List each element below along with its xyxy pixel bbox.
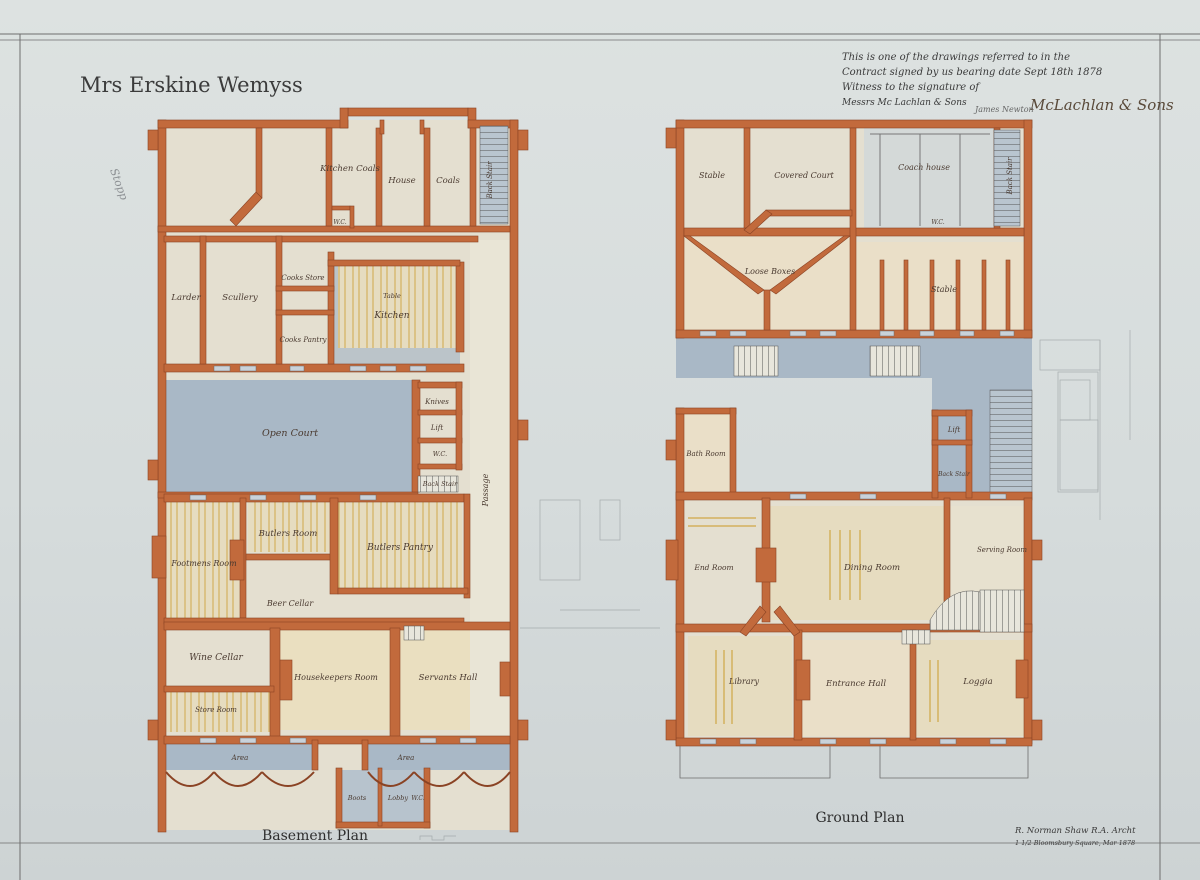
contract-note-line4: Messrs Mc Lachlan & Sons <box>841 98 967 108</box>
room-library: Library <box>728 677 759 686</box>
room-entrance-hall: Entrance Hall <box>825 679 886 689</box>
room-servants-hall: Servants Hall <box>419 673 478 683</box>
room-back-stair-ground: Back Stair <box>1006 157 1014 196</box>
room-cooks-store: Cooks Store <box>281 274 324 282</box>
room-lift-ground: Lift <box>947 426 960 434</box>
basement-plan-caption: Basement Plan <box>262 828 368 844</box>
room-wc-top: W.C. <box>333 219 346 226</box>
room-stable: Stable <box>931 285 957 294</box>
architect-line2: 1 1/2 Bloomsbury Square, Mar 1878 <box>1015 839 1135 847</box>
room-knives: Knives <box>424 398 449 406</box>
room-lift: Lift <box>430 424 443 432</box>
architect-line1: R. Norman Shaw R.A. Archt <box>1014 826 1136 836</box>
room-passage: Passage <box>481 473 490 507</box>
ground-plan: Stable Covered Court Coach house Back St… <box>665 119 1043 779</box>
architect-credit: R. Norman Shaw R.A. Archt 1 1/2 Bloomsbu… <box>1014 826 1136 847</box>
contract-note-line3: Witness to the signature of <box>842 82 981 93</box>
room-back-stair: Back Stair <box>486 161 494 200</box>
sheet-border <box>0 33 1200 880</box>
room-loggia: Loggia <box>962 677 992 687</box>
room-back-stair-ground-2: Back Stair <box>937 471 971 478</box>
ground-service-stair <box>989 389 1033 499</box>
room-stable-top: Stable <box>699 171 725 180</box>
room-larder: Larder <box>170 293 201 303</box>
margin-pencil-note: Stopp <box>107 167 130 202</box>
room-covered-court: Covered Court <box>774 171 834 180</box>
basement-plan: Kitchen Coals House Coals W.C. Back Stai… <box>147 107 529 833</box>
ground-plan-caption: Ground Plan <box>815 810 904 826</box>
room-cooks-pantry: Cooks Pantry <box>279 336 327 344</box>
room-area-right: Area <box>397 754 415 762</box>
witness-signature: James Newton <box>973 105 1034 114</box>
room-area-left: Area <box>231 754 249 762</box>
room-coach-house: Coach house <box>898 163 950 172</box>
room-kitchen: Kitchen <box>373 311 409 321</box>
room-wc-mid: W.C. <box>433 450 447 458</box>
client-title: Mrs Erskine Wemyss <box>80 73 303 97</box>
room-kitchen-coals: Kitchen Coals <box>319 164 380 174</box>
room-house-coals: House <box>387 176 415 186</box>
room-dining-room: Dining Room <box>843 563 900 573</box>
room-end-room: End Room <box>693 563 733 572</box>
room-wc-bottom: W.C. <box>411 795 424 802</box>
room-open-court: Open Court <box>262 428 318 439</box>
room-wine-cellar: Wine Cellar <box>189 653 243 663</box>
kitchen-table-label: Table <box>383 292 401 300</box>
room-serving-room: Serving Room <box>977 546 1027 554</box>
room-store-room: Store Room <box>195 706 237 714</box>
room-wc-ground: W.C. <box>931 219 944 226</box>
pencil-sketches <box>419 330 1131 841</box>
room-butlers-room: Butlers Room <box>258 529 318 539</box>
room-back-stair-2: Back Stair <box>422 480 458 488</box>
room-beer-cellar: Beer Cellar <box>266 599 314 608</box>
contract-note-line2: Contract signed by us bearing date Sept … <box>842 67 1102 78</box>
room-housekeepers-room: Housekeepers Room <box>293 673 378 682</box>
room-lobby: Lobby <box>387 794 409 802</box>
room-bath-room: Bath Room <box>685 450 726 458</box>
open-court-area <box>164 380 416 492</box>
contract-note: This is one of the drawings referred to … <box>841 52 1174 114</box>
room-scullery: Scullery <box>222 293 258 303</box>
basement-back-stair <box>479 125 509 225</box>
room-butlers-pantry: Butlers Pantry <box>366 543 434 553</box>
room-footmens-room: Footmens Room <box>170 559 237 568</box>
contractor-signature: McLachlan & Sons <box>1029 96 1174 114</box>
room-boots: Boots <box>347 794 367 802</box>
room-coals: Coals <box>436 176 460 186</box>
contract-note-line1: This is one of the drawings referred to … <box>842 52 1070 63</box>
room-loose-boxes: Loose Boxes <box>744 267 795 276</box>
